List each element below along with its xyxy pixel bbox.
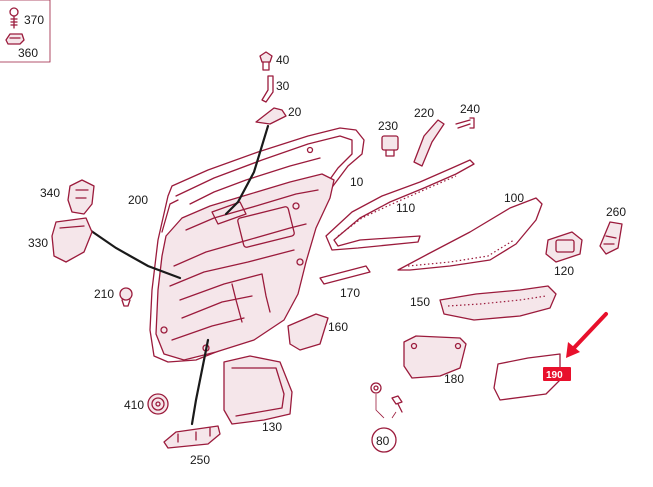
callout-200: 200 <box>128 193 148 207</box>
part-250-bracket-icon <box>163 425 221 449</box>
part-330-pocket-icon <box>51 217 93 263</box>
callout-410: 410 <box>124 398 144 412</box>
part-150-armrest <box>439 285 557 321</box>
part-370-screw-icon <box>9 7 19 29</box>
callout-150: 150 <box>410 295 430 309</box>
part-410-grommet-icon <box>147 393 169 415</box>
callout-230: 230 <box>378 119 398 133</box>
callout-260: 260 <box>606 205 626 219</box>
part-120-switch-frame <box>545 231 583 263</box>
leader-lines <box>82 124 270 426</box>
part-110-window-seal <box>325 159 475 251</box>
callout-110: 110 <box>396 201 415 215</box>
callout-340: 340 <box>40 186 60 200</box>
highlight-arrow-icon <box>566 312 608 358</box>
inset-box-370-360 <box>0 0 51 63</box>
part-240-screw-icon <box>455 117 475 129</box>
part-360-clip-icon <box>5 33 25 45</box>
callout-250: 250 <box>190 453 210 467</box>
part-40-plug-icon <box>259 51 273 71</box>
part-100-upper-trim <box>397 197 543 271</box>
callout-20: 20 <box>288 105 302 119</box>
highlight-label-190: 190 <box>543 367 571 381</box>
part-170-strip-icon <box>319 265 371 285</box>
callout-180: 180 <box>444 372 464 386</box>
part-220-curved-trim <box>413 119 445 167</box>
part-130-lower-trim <box>223 355 293 425</box>
part-30-hook-icon <box>261 75 274 103</box>
callout-100: 100 <box>504 191 524 205</box>
part-230-clip-icon <box>381 135 399 157</box>
callout-330: 330 <box>28 236 48 250</box>
callout-210: 210 <box>94 287 114 301</box>
callout-120: 120 <box>554 264 574 278</box>
callout-30: 30 <box>276 79 290 93</box>
callout-240: 240 <box>460 102 480 116</box>
part-340-bracket-icon <box>67 179 95 215</box>
callout-160: 160 <box>328 320 348 334</box>
callout-360: 360 <box>18 46 38 60</box>
callout-170: 170 <box>340 286 360 300</box>
part-190-trim-piece <box>493 353 561 401</box>
part-20-handle-icon <box>255 107 287 125</box>
callout-40: 40 <box>276 53 290 67</box>
part-160-cover-icon <box>287 313 329 351</box>
callout-220: 220 <box>414 106 434 120</box>
part-210-clip-icon <box>119 287 133 307</box>
part-260-switch-icon <box>599 221 623 255</box>
callout-370: 370 <box>24 13 44 27</box>
part-10-door-panel <box>155 173 335 361</box>
part-80-fastener-group <box>370 382 403 453</box>
part-180-pocket <box>403 335 467 379</box>
callout-190: 190 <box>546 370 563 381</box>
callout-130: 130 <box>262 420 282 434</box>
callout-10: 10 <box>350 175 364 189</box>
callout-80: 80 <box>376 434 390 448</box>
